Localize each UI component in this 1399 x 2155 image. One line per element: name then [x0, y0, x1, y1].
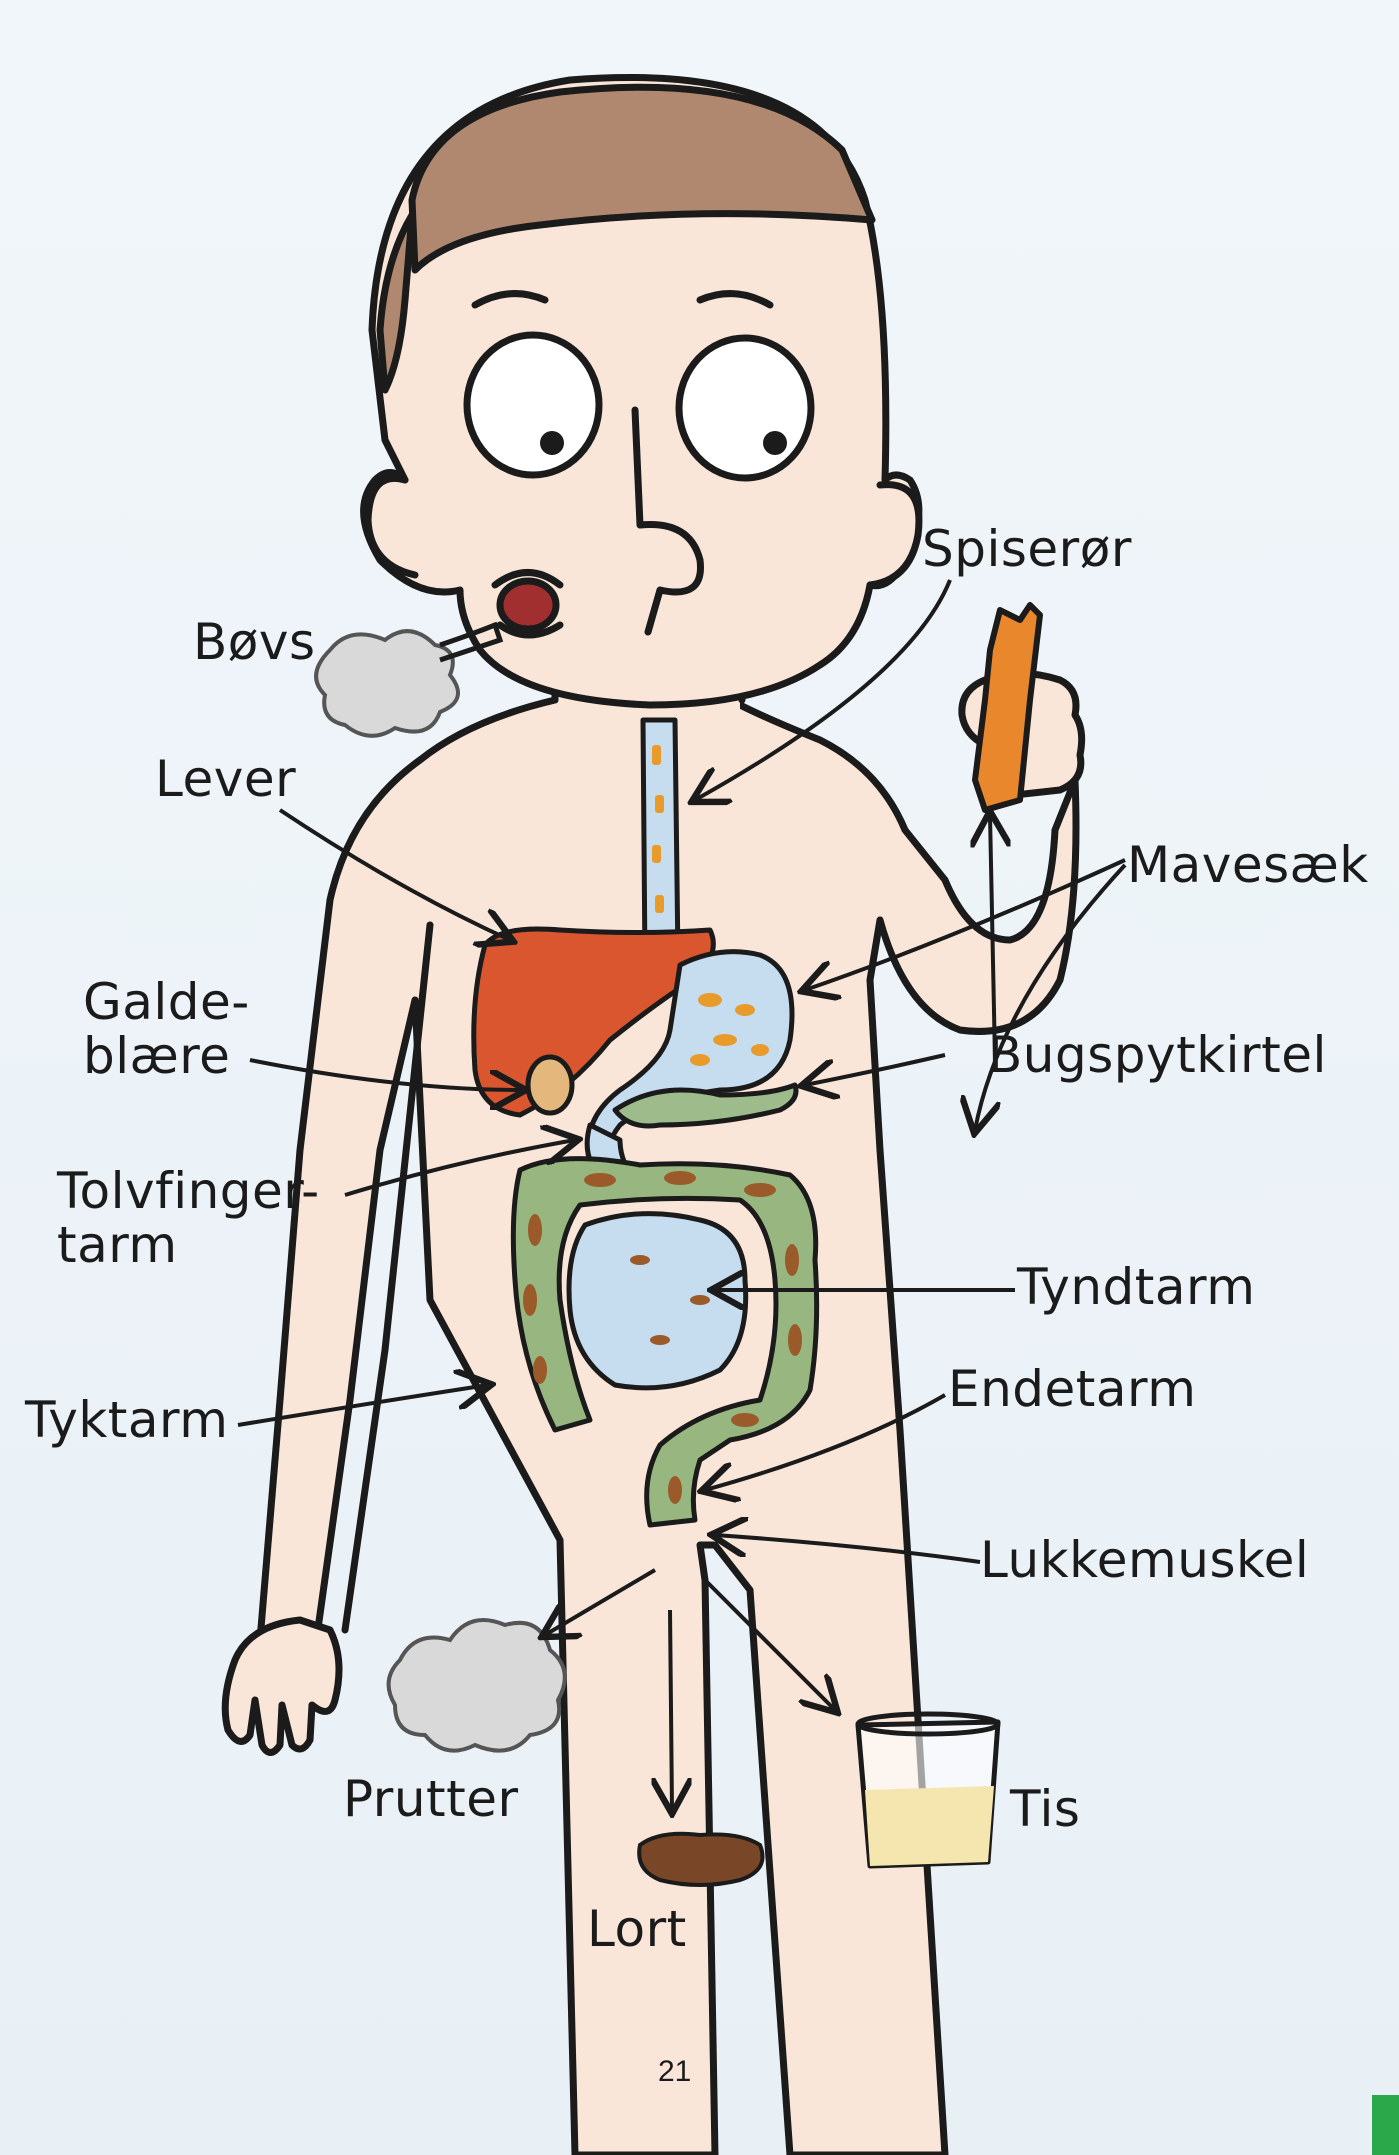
label-tyktarm: Tyktarm	[25, 1393, 228, 1447]
left-pupil	[540, 431, 564, 455]
label-tis: Tis	[1010, 1782, 1080, 1836]
fart-cloud	[389, 1620, 565, 1751]
label-bugspytkirtel: Bugspytkirtel	[988, 1028, 1327, 1082]
label-mavesaek: Mavesæk	[1127, 838, 1369, 892]
right-pupil	[763, 431, 787, 455]
label-lukkemuskel: Lukkemuskel	[980, 1533, 1309, 1587]
gallbladder	[528, 1057, 572, 1113]
right-eye	[679, 338, 811, 478]
label-tyndtarm: Tyndtarm	[1017, 1260, 1255, 1314]
label-galdeblaere: Galde- blære	[83, 975, 250, 1083]
label-spiseror: Spiserør	[922, 522, 1132, 576]
label-bovs: Bøvs	[193, 615, 316, 669]
label-lever: Lever	[155, 752, 296, 806]
urine-cup	[858, 1714, 998, 1866]
small-intestine	[569, 1214, 746, 1388]
arrow-lort	[670, 1610, 672, 1810]
green-page-tab	[1372, 2095, 1399, 2155]
page-number: 21	[658, 2055, 691, 2089]
arrow-tyktarm	[238, 1385, 488, 1425]
label-lort: Lort	[587, 1902, 687, 1956]
poop	[639, 1834, 762, 1885]
label-tolvfingertarm: Tolvfinger- tarm	[57, 1164, 320, 1272]
label-prutter: Prutter	[343, 1772, 519, 1826]
left-hand	[225, 1620, 339, 1753]
left-eye	[467, 335, 599, 475]
label-endetarm: Endetarm	[948, 1362, 1196, 1416]
mouth	[500, 581, 556, 629]
